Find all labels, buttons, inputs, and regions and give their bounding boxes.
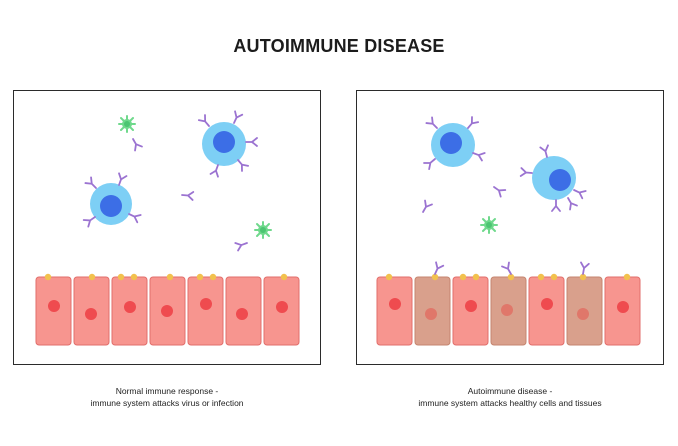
normal-response-panel <box>13 90 321 365</box>
tissue-cells <box>35 273 300 346</box>
antibody <box>234 238 250 252</box>
caption-line: Autoimmune disease - <box>467 386 553 396</box>
autoimmune-panel <box>356 90 664 365</box>
immune-cell <box>519 144 587 212</box>
antibody <box>180 190 195 201</box>
page-title: AUTOIMMUNE DISEASE <box>233 36 445 56</box>
virus <box>254 221 272 239</box>
caption-line: immune system attacks virus or infection <box>90 398 244 408</box>
autoimmune-caption: Autoimmune disease - immune system attac… <box>350 385 670 409</box>
tissue-cells <box>376 261 641 346</box>
normal-response-caption: Normal immune response - immune system a… <box>7 385 327 409</box>
antibody <box>418 199 433 215</box>
immune-cell <box>197 110 258 178</box>
immune-cell <box>423 116 486 171</box>
immune-cell <box>82 172 142 228</box>
normal-response-illustration <box>35 110 300 346</box>
caption-line: immune system attacks healthy cells and … <box>418 398 602 408</box>
antibody <box>128 136 143 152</box>
antibody <box>490 182 507 198</box>
autoimmune-illustration <box>376 116 641 346</box>
virus <box>118 115 136 133</box>
virus <box>480 216 498 234</box>
caption-line: Normal immune response - <box>115 386 219 396</box>
